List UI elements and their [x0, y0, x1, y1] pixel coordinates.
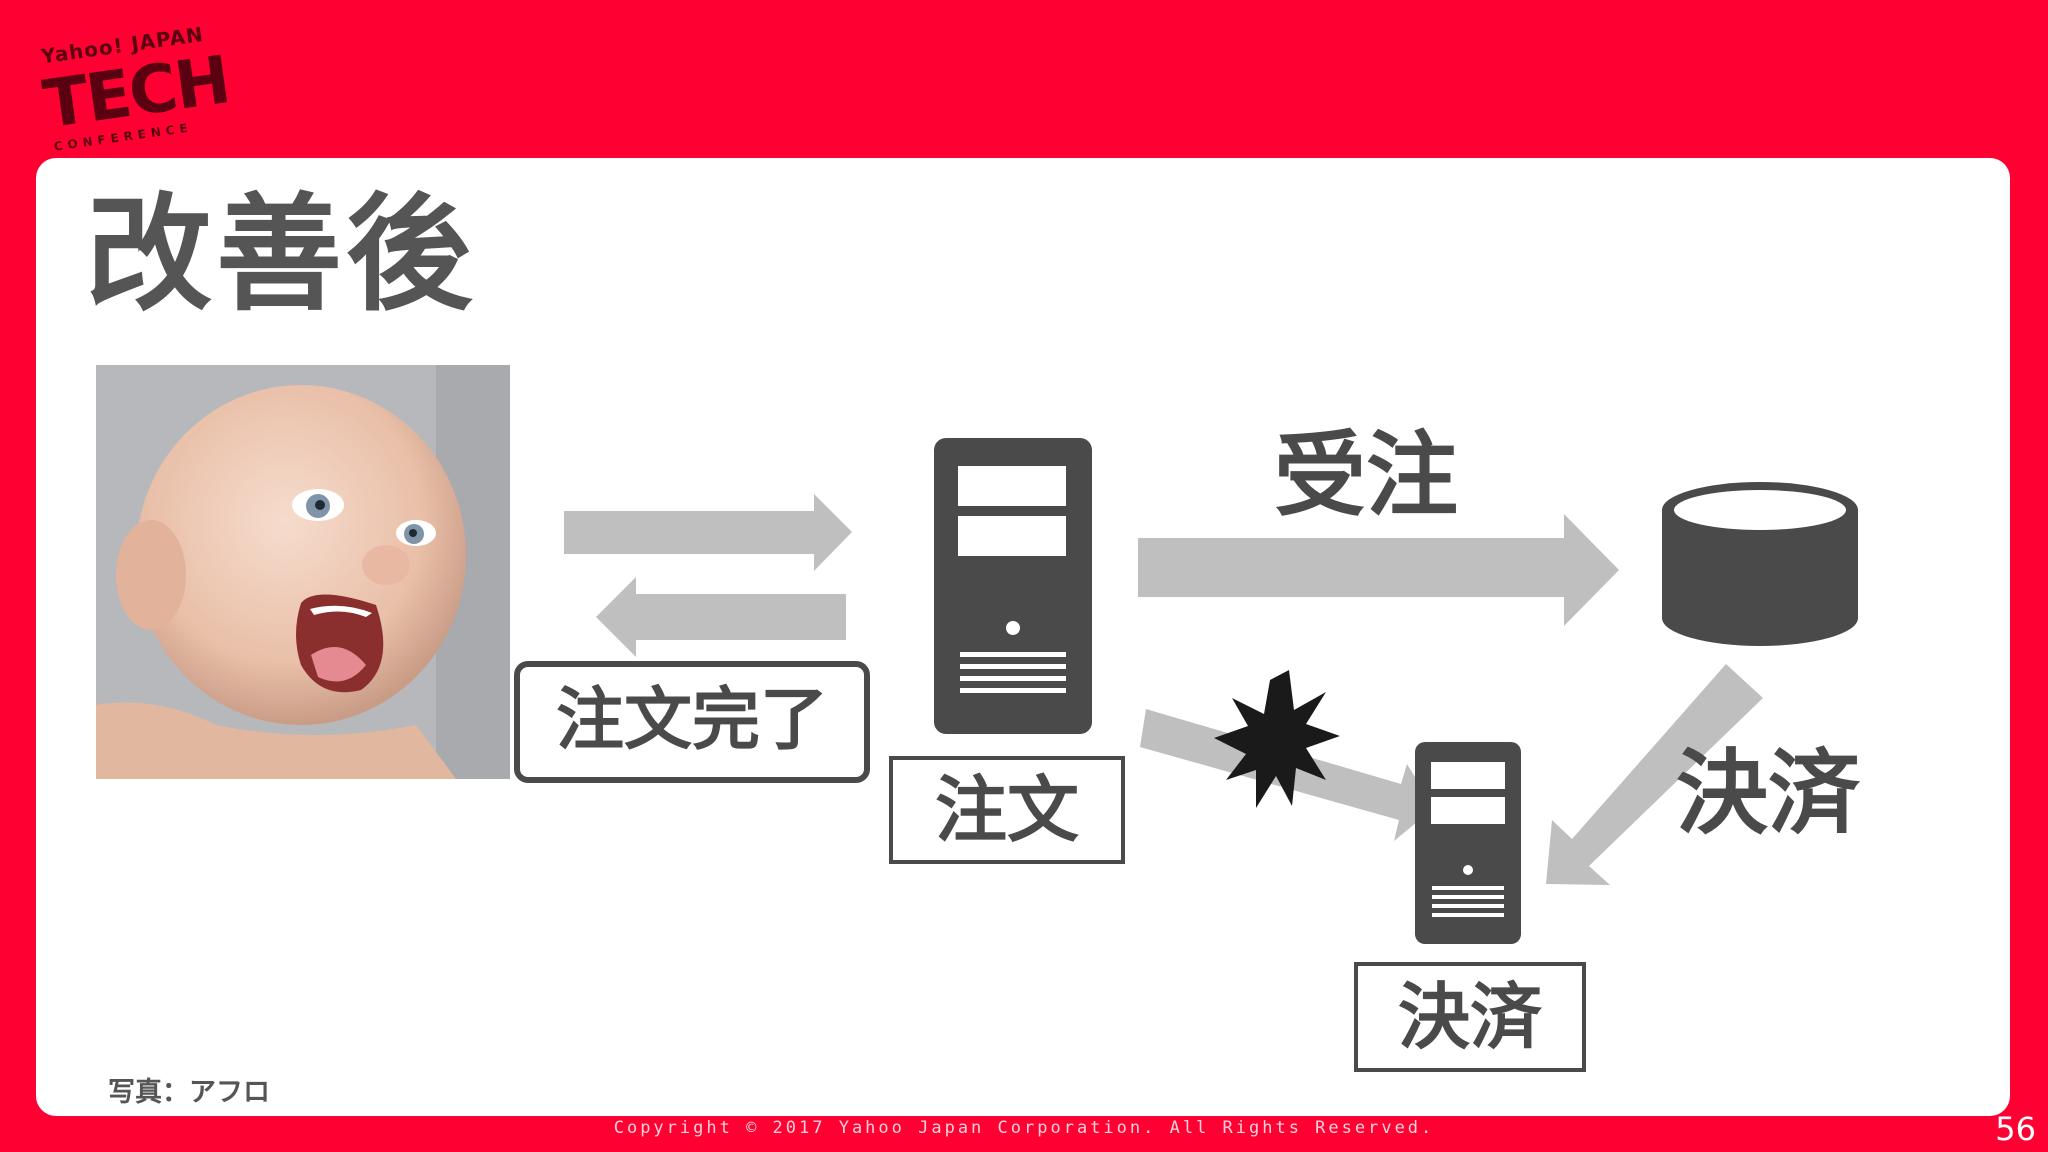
explosion-icon — [1214, 670, 1340, 808]
tech-conference-logo: Yahoo! JAPAN TECH CONFERENCE — [39, 22, 234, 154]
order-complete-label: 注文完了 — [514, 661, 870, 783]
settlement-server-label: 決済 — [1354, 962, 1586, 1072]
arrow-request — [564, 494, 852, 571]
slide-card: 改善後 — [36, 158, 2010, 1116]
baby-photo — [96, 365, 510, 779]
settlement-server-icon — [1415, 742, 1521, 944]
receive-order-label: 受注 — [1274, 422, 1459, 529]
page-number: 56 — [1995, 1110, 2036, 1148]
photo-credit: 写真：アフロ — [108, 1077, 270, 1108]
arrow-receive-order — [1138, 514, 1619, 626]
order-server-label: 注文 — [889, 756, 1125, 864]
copyright-text: Copyright © 2017 Yahoo Japan Corporation… — [613, 1118, 1435, 1138]
order-flow-diagram — [564, 438, 1858, 944]
arrow-response — [596, 577, 846, 657]
arrow-settlement — [1546, 664, 1763, 885]
order-server-icon — [934, 438, 1092, 734]
slide-title: 改善後 — [86, 181, 476, 328]
database-icon — [1662, 482, 1858, 646]
settlement-arrow-label: 決済 — [1676, 740, 1861, 847]
